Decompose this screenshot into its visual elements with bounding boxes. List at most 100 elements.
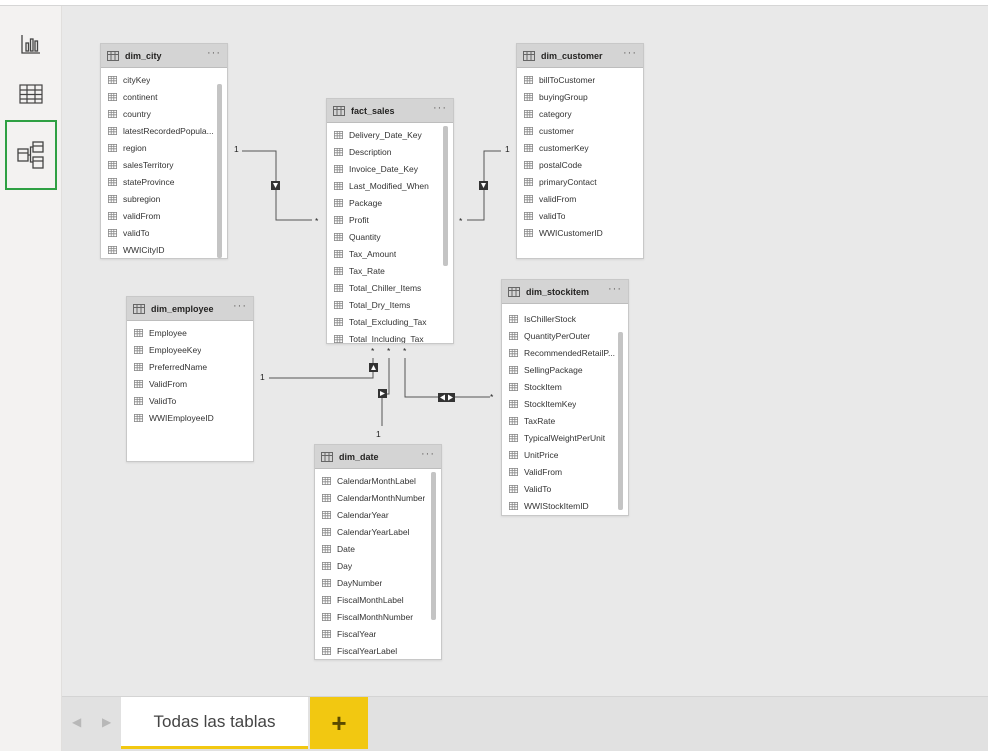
table-header[interactable]: dim_employee ··· [127,297,253,321]
field-item[interactable]: ValidTo [127,392,253,409]
more-options-icon[interactable]: ··· [608,282,622,295]
more-options-icon[interactable]: ··· [207,46,221,59]
field-item[interactable]: WWICustomerID [517,224,643,241]
add-layout-button[interactable]: + [310,697,368,749]
field-item[interactable]: TaxRate [502,412,628,429]
field-name: Total_Chiller_Items [349,282,422,293]
tab-all-tables[interactable]: Todas las tablas [121,697,308,749]
field-item[interactable]: category [517,105,643,122]
field-item[interactable]: Quantity [327,228,453,245]
table-header[interactable]: dim_city ··· [101,44,227,68]
field-item[interactable]: customer [517,122,643,139]
scrollbar[interactable] [217,84,222,258]
more-options-icon[interactable]: ··· [623,46,637,59]
field-item[interactable]: latestRecordedPopula... [101,122,227,139]
field-item[interactable]: WWIStockItemID [502,497,628,514]
field-item[interactable]: Date [315,540,441,557]
field-item[interactable]: Tax_Rate [327,262,453,279]
field-item[interactable]: Description [327,143,453,160]
table-card-dim-customer[interactable]: dim_customer ··· billToCustomer buyingGr… [516,43,644,259]
field-item[interactable]: ValidFrom [502,463,628,480]
field-item[interactable]: cityKey [101,71,227,88]
field-item[interactable]: StockItemKey [502,395,628,412]
field-item[interactable]: UnitPrice [502,446,628,463]
field-item[interactable]: billToCustomer [517,71,643,88]
field-name: validFrom [539,193,577,204]
field-item[interactable]: validFrom [517,190,643,207]
model-view-button[interactable] [5,120,57,190]
field-item[interactable]: StockItem [502,378,628,395]
field-item[interactable]: stateProvince [101,173,227,190]
scrollbar[interactable] [431,472,436,620]
field-item[interactable]: postalCode [517,156,643,173]
table-card-dim-date[interactable]: dim_date ··· CalendarMonthLabel Calendar… [314,444,442,660]
table-header[interactable]: dim_stockitem ··· [502,280,628,304]
field-item[interactable]: PreferredName [127,358,253,375]
field-item[interactable]: Total_Including_Tax [327,330,453,343]
field-item[interactable]: Delivery_Date_Key [327,126,453,143]
field-item[interactable]: salesTerritory [101,156,227,173]
more-options-icon[interactable]: ··· [233,299,247,312]
field-item[interactable]: RecommendedRetailP... [502,344,628,361]
field-item[interactable]: primaryContact [517,173,643,190]
report-view-button[interactable] [5,16,57,72]
table-card-dim-city[interactable]: dim_city ··· cityKey continent country l… [100,43,228,259]
field-item[interactable]: CalendarYearLabel [315,523,441,540]
field-item[interactable]: validTo [517,207,643,224]
scrollbar[interactable] [618,332,623,510]
field-item[interactable]: DayNumber [315,574,441,591]
table-card-dim-stockitem[interactable]: dim_stockitem ··· IsChillerStock Quantit… [501,279,629,516]
field-item[interactable]: validTo [101,224,227,241]
field-item[interactable]: ValidTo [502,480,628,497]
field-item[interactable]: subregion [101,190,227,207]
field-item[interactable]: WWIEmployeeID [127,409,253,426]
field-item[interactable]: FiscalMonthLabel [315,591,441,608]
column-icon [322,612,331,621]
field-item[interactable]: Invoice_Date_Key [327,160,453,177]
field-item[interactable]: Tax_Amount [327,245,453,262]
field-item[interactable]: Package [327,194,453,211]
field-item[interactable]: SellingPackage [502,361,628,378]
field-item[interactable]: EmployeeKey [127,341,253,358]
field-item[interactable]: country [101,105,227,122]
field-item[interactable]: WWICityID [101,241,227,258]
next-tab-icon[interactable]: ▶ [102,715,112,729]
field-item[interactable]: CalendarMonthLabel [315,472,441,489]
field-item[interactable]: Day [315,557,441,574]
field-item[interactable]: ValidFrom [127,375,253,392]
field-item[interactable]: FiscalYearLabel [315,642,441,659]
field-item[interactable]: Total_Excluding_Tax [327,313,453,330]
column-icon [524,75,533,84]
field-item[interactable]: CalendarMonthNumber [315,489,441,506]
field-item[interactable]: Profit [327,211,453,228]
field-item[interactable]: continent [101,88,227,105]
field-item[interactable]: region [101,139,227,156]
field-item[interactable]: buyingGroup [517,88,643,105]
column-icon [524,126,533,135]
field-item[interactable]: customerKey [517,139,643,156]
field-name: country [123,108,151,119]
scrollbar[interactable] [443,126,448,266]
table-card-fact-sales[interactable]: fact_sales ··· Delivery_Date_Key Descrip… [326,98,454,344]
model-canvas[interactable]: 1 * 1 * 1 * * * 1 * dim_city ··· cityKey… [62,6,988,696]
table-header[interactable]: dim_date ··· [315,445,441,469]
more-options-icon[interactable]: ··· [433,101,447,114]
table-header[interactable]: fact_sales ··· [327,99,453,123]
field-item[interactable]: Last_Modified_When [327,177,453,194]
field-item[interactable]: TypicalWeightPerUnit [502,429,628,446]
table-card-dim-employee[interactable]: dim_employee ··· Employee EmployeeKey Pr… [126,296,254,462]
field-item[interactable]: IsChillerStock [502,310,628,327]
field-item[interactable]: validFrom [101,207,227,224]
field-item[interactable]: QuantityPerOuter [502,327,628,344]
field-item[interactable]: Total_Chiller_Items [327,279,453,296]
table-header[interactable]: dim_customer ··· [517,44,643,68]
data-view-button[interactable] [5,66,57,122]
field-item[interactable]: Total_Dry_Items [327,296,453,313]
column-icon [334,164,343,173]
more-options-icon[interactable]: ··· [421,447,435,460]
field-item[interactable]: FiscalMonthNumber [315,608,441,625]
field-item[interactable]: Employee [127,324,253,341]
field-item[interactable]: CalendarYear [315,506,441,523]
field-item[interactable]: FiscalYear [315,625,441,642]
previous-tab-icon[interactable]: ◀ [72,715,82,729]
